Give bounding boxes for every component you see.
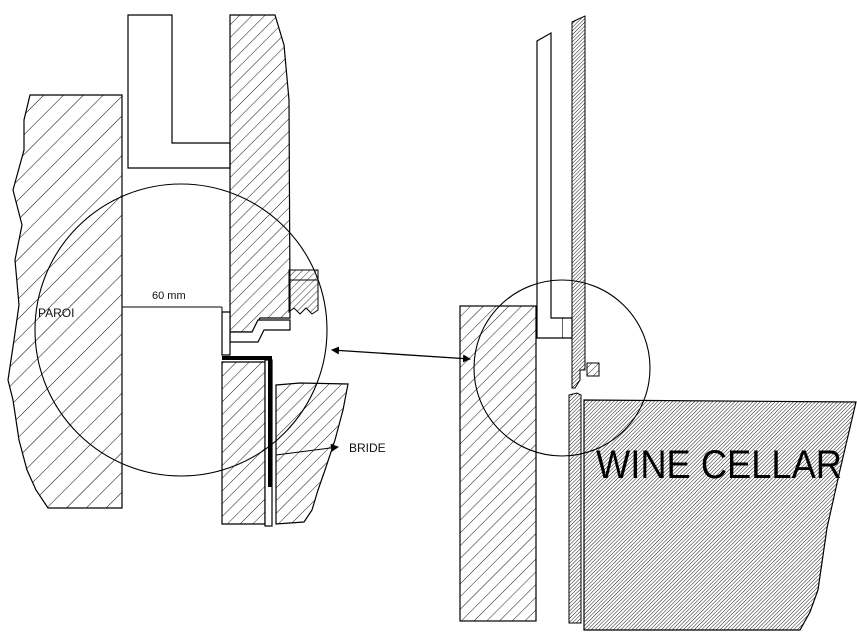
frame-profile <box>127 14 231 169</box>
gasket-block <box>288 269 319 315</box>
detail-circle-left <box>34 183 328 477</box>
detail-circle-right <box>473 279 651 457</box>
left-detail: PAROI 60 mm BRIDE <box>7 14 386 527</box>
connector-arrow <box>331 346 471 363</box>
wall-section <box>7 94 123 509</box>
door-step <box>229 319 291 343</box>
door-panel-lower <box>221 361 266 525</box>
door-glass-right <box>571 15 586 389</box>
bride-leader <box>275 443 339 456</box>
label-dimension: 60 mm <box>152 290 186 302</box>
label-paroi: PAROI <box>38 306 74 320</box>
frame-profile-right <box>536 31 564 339</box>
right-detail: WINE CELLAR <box>459 15 857 631</box>
label-wine-cellar: WINE CELLAR <box>596 443 842 487</box>
cabinet-body-right <box>583 399 857 631</box>
cabinet-body-section <box>275 382 349 525</box>
cabinet-door-right <box>568 392 582 624</box>
door-panel-upper <box>229 14 291 333</box>
label-bride: BRIDE <box>349 441 386 455</box>
wall-section-right <box>459 305 537 622</box>
